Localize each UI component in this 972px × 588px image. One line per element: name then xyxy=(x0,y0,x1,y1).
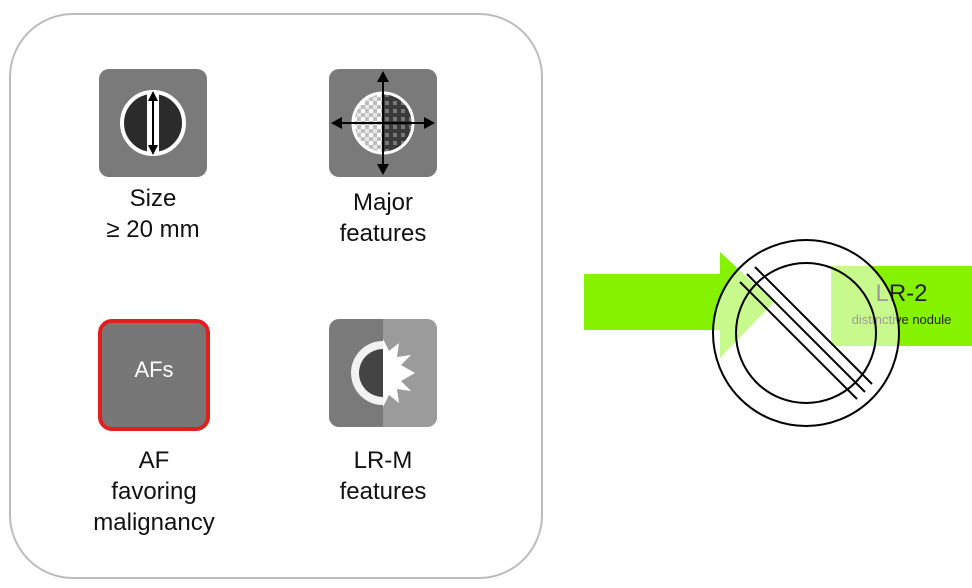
lrm-features-caption: LR-M features xyxy=(339,447,427,505)
afs-icon-label: AFs xyxy=(134,357,174,382)
no-sign-icon xyxy=(712,239,900,427)
major-features-tile xyxy=(329,69,437,177)
size-caption: Size ≥ 20 mm xyxy=(106,185,200,243)
lrm-features-icon xyxy=(351,319,437,427)
size-measure-icon xyxy=(120,90,186,156)
features-panel xyxy=(9,13,543,579)
size-tile xyxy=(99,69,207,177)
lrm-features-tile xyxy=(329,319,437,427)
afs-tile: AFs xyxy=(98,319,210,431)
major-features-caption: Major features xyxy=(339,189,427,247)
major-features-icon xyxy=(331,71,435,175)
af-caption: AF favoring malignancy xyxy=(93,447,215,536)
